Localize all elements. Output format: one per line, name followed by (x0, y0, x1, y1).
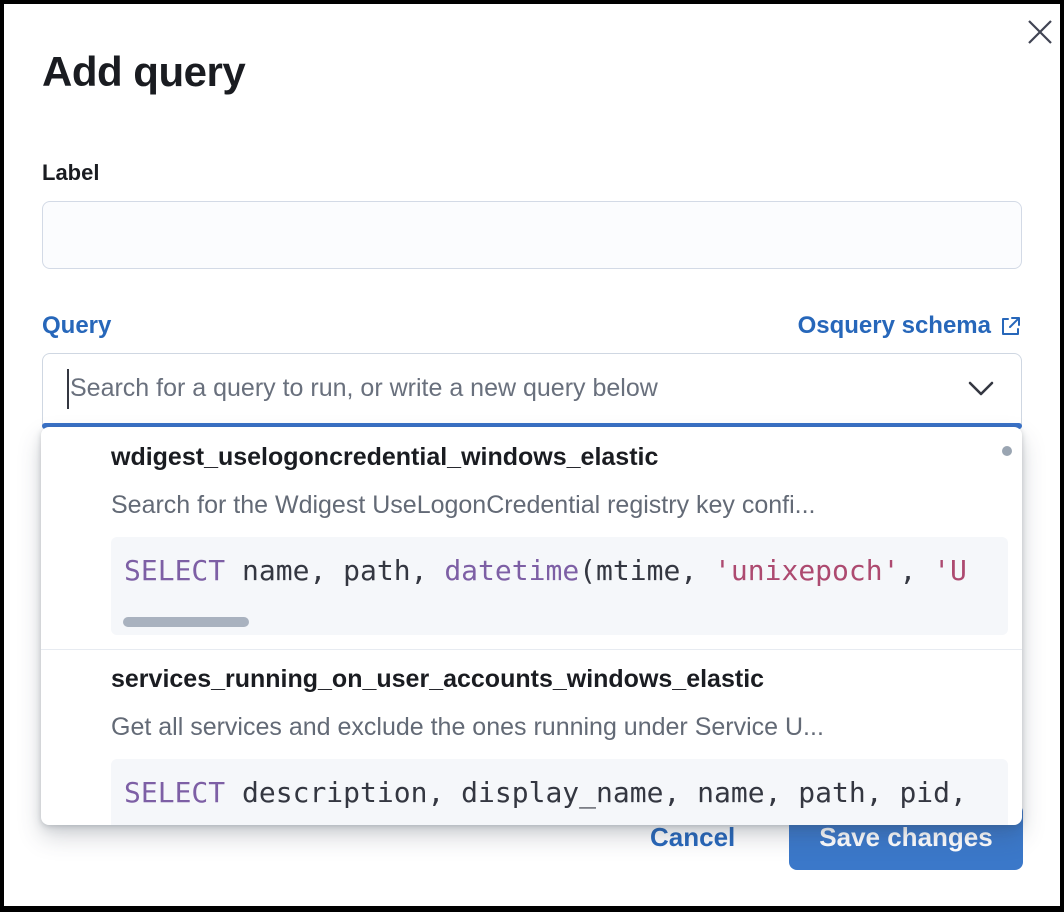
save-changes-label: Save changes (819, 821, 993, 852)
query-search-combobox[interactable]: Search for a query to run, or write a ne… (42, 353, 1022, 429)
label-field-label: Label (42, 160, 100, 185)
option-sql-preview: SELECT description, display_name, name, … (111, 759, 1008, 825)
chevron-down-icon[interactable] (967, 380, 995, 398)
sql-token: 'U (933, 554, 967, 587)
option-sql-preview: SELECT name, path, datetime(mtime, 'unix… (111, 537, 1008, 635)
query-field-label: Query (42, 312, 112, 339)
option-description: Search for the Wdigest UseLogonCredentia… (111, 491, 816, 519)
text-cursor (67, 368, 69, 409)
query-option-services-running[interactable]: services_running_on_user_accounts_window… (41, 665, 1022, 825)
sql-token: name, path, (225, 554, 445, 587)
sql-token: , (899, 554, 934, 587)
horizontal-scrollbar-thumb[interactable] (123, 617, 249, 627)
close-button[interactable] (1022, 14, 1058, 50)
combobox-placeholder: Search for a query to run, or write a ne… (70, 374, 658, 402)
sql-code: SELECT name, path, datetime(mtime, 'unix… (111, 537, 1008, 587)
sql-token: 'unixepoch' (714, 554, 900, 587)
label-input[interactable] (42, 201, 1022, 269)
sql-token: datetime (444, 554, 580, 587)
sql-token: SELECT (124, 554, 226, 587)
sql-token: description, display_name, name, path, p… (225, 776, 967, 809)
close-icon (1028, 20, 1052, 44)
option-title: services_running_on_user_accounts_window… (111, 665, 765, 693)
external-link-icon (1002, 317, 1020, 335)
option-divider (41, 649, 1022, 650)
query-option-wdigest[interactable]: wdigest_uselogoncredential_windows_elast… (41, 443, 1022, 635)
sql-token: (mtime, (579, 554, 715, 587)
option-title: wdigest_uselogoncredential_windows_elast… (111, 443, 659, 471)
option-description: Get all services and exclude the ones ru… (111, 713, 824, 741)
cancel-button[interactable]: Cancel (650, 822, 736, 852)
osquery-schema-link[interactable]: Osquery schema (798, 312, 1022, 340)
vertical-scrollbar-thumb[interactable] (1002, 446, 1012, 456)
modal-title: Add query (42, 48, 246, 95)
query-options-dropdown: wdigest_uselogoncredential_windows_elast… (41, 427, 1022, 825)
sql-code: SELECT description, display_name, name, … (111, 759, 1008, 809)
osquery-schema-link-label: Osquery schema (797, 312, 991, 339)
sql-token: SELECT (124, 776, 226, 809)
